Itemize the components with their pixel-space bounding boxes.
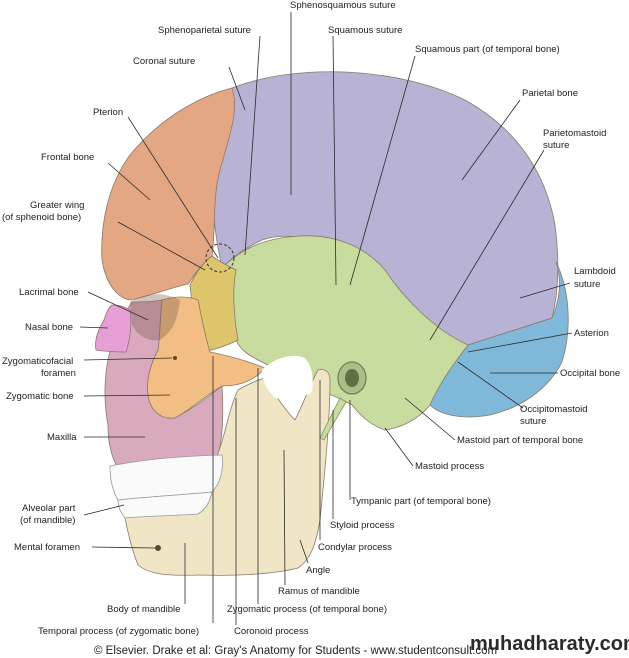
label-parietomastoid-line2: suture [543,140,569,151]
label-occipitomastoid-line2: suture [520,416,546,427]
orbit-shadow [130,294,180,341]
label-parietal-bone: Parietal bone [522,88,578,99]
label-zygomatic-process: Zygomatic process (of temporal bone) [227,604,387,615]
label-greater-wing-line2: (of sphenoid bone) [2,212,81,223]
leader-squamous-part [349,55,416,286]
label-parietomastoid-line1: Parietomastoid [543,128,606,139]
maxilla-region [104,299,224,469]
leader-asterion [467,332,573,353]
mandible-region [117,369,331,576]
label-body-of-mandible: Body of mandible [107,604,180,615]
label-alveolar-line2: (of mandible) [20,515,75,526]
leader-mastoid-process [384,427,414,467]
nasal-bone-region [95,304,132,353]
teeth-group [109,454,223,519]
label-lambdoid-line1: Lambdoid [574,266,616,277]
label-squamous-suture: Squamous suture [328,25,402,36]
leader-zygomaticofacial [83,357,173,361]
label-occipital-bone: Occipital bone [560,368,620,379]
label-asterion: Asterion [574,328,609,339]
frontal-bone-region [101,87,235,301]
leader-angle [299,539,309,564]
label-zygomaticofacial-line2: foramen [41,368,76,379]
label-occipitomastoid-line1: Occipitomastoid [520,404,588,415]
leader-parietomastoid [429,149,545,341]
copyright-credit: © Elsevier. Drake et al: Gray's Anatomy … [94,645,497,657]
label-temporal-process: Temporal process (of zygomatic bone) [38,626,199,637]
leader-ramus [283,449,286,586]
leader-occipitomastoid [457,361,524,409]
leader-nasal [79,326,109,329]
leader-lacrimal [87,291,149,321]
label-lacrimal-bone: Lacrimal bone [19,287,79,298]
leader-parietal [461,99,521,181]
label-sphenosquamous-suture: Sphenosquamous suture [290,0,396,11]
label-ramus: Ramus of mandible [278,586,360,597]
label-mastoid-part: Mastoid part of temporal bone [457,435,583,446]
watermark: muhadharaty.com [470,633,629,655]
label-tympanic-part: Tympanic part (of temporal bone) [351,496,491,507]
leader-pterion [127,116,219,259]
label-sphenoparietal-suture: Sphenoparietal suture [158,25,251,36]
lower-teeth [117,491,213,519]
mental-foramen-hole [155,545,161,551]
label-lambdoid-line2: suture [574,279,600,290]
label-mastoid-process: Mastoid process [415,461,484,472]
leader-frontal [107,162,151,201]
label-zygomatic-bone: Zygomatic bone [6,391,74,402]
leader-squamous-suture [332,35,337,286]
label-styloid-process: Styloid process [330,520,395,531]
leader-coronal [228,66,246,111]
external-acoustic-meatus-inner [345,369,359,387]
labels: Sphenosquamous suture Sphenoparietal sut… [2,0,620,637]
label-frontal-bone: Frontal bone [41,152,94,163]
leader-mastoid-part [404,397,456,441]
label-nasal-bone: Nasal bone [25,322,73,333]
label-condylar-process: Condylar process [318,542,392,553]
leader-mental-foramen [91,546,156,549]
zygomaticofacial-foramen-hole [173,356,177,360]
pterion-marker [205,243,235,273]
leader-lines [79,12,573,625]
leader-zygomatic [83,394,171,397]
label-coronoid-process: Coronoid process [234,626,309,637]
leader-alveolar [83,504,125,516]
leader-sphenoparietal [244,35,261,256]
temporal-bone-region [221,235,469,431]
leader-greater-wing [117,221,206,271]
label-greater-wing-line1: Greater wing [30,200,84,211]
label-mental-foramen: Mental foramen [14,542,80,553]
mandibular-notch [262,355,313,400]
label-squamous-part: Squamous part (of temporal bone) [415,44,560,55]
label-angle: Angle [306,565,330,576]
leader-lambdoid [519,282,571,299]
label-maxilla: Maxilla [47,432,77,443]
label-pterion: Pterion [93,107,123,118]
label-alveolar-line1: Alveolar part [22,503,76,514]
label-zygomaticofacial-line1: Zygomaticofacial [2,356,73,367]
label-coronal-suture: Coronal suture [133,56,195,67]
